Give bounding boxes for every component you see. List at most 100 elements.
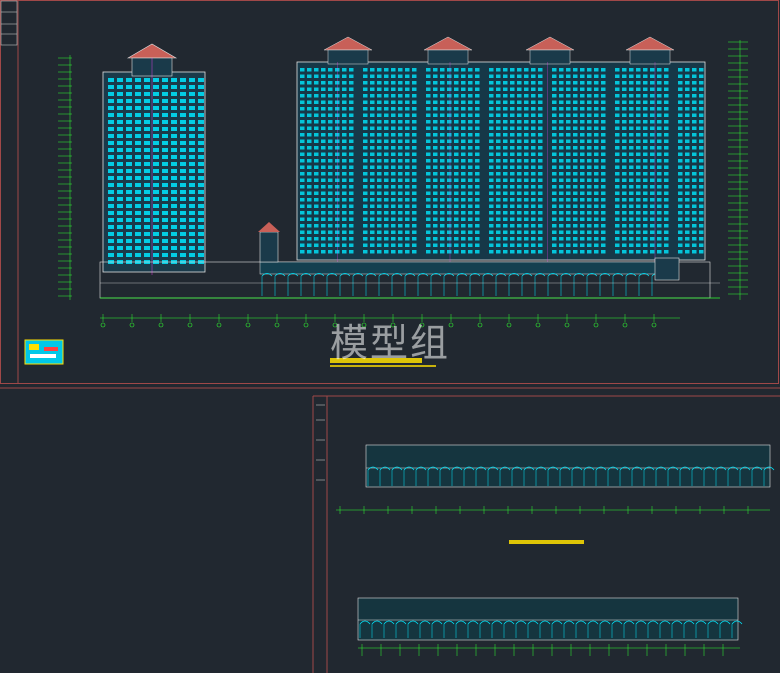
- window: [440, 185, 445, 189]
- window: [629, 68, 634, 72]
- window: [678, 198, 683, 202]
- window: [699, 100, 704, 104]
- window: [552, 204, 557, 208]
- window: [307, 243, 312, 247]
- window: [108, 190, 114, 194]
- window: [412, 211, 417, 215]
- window: [342, 113, 347, 117]
- window: [126, 253, 132, 257]
- window: [153, 99, 159, 103]
- arch: [365, 273, 377, 277]
- window: [664, 133, 669, 137]
- window: [510, 211, 515, 215]
- window: [307, 81, 312, 85]
- window: [300, 185, 305, 189]
- window: [629, 185, 634, 189]
- window: [153, 78, 159, 82]
- window: [426, 230, 431, 234]
- window: [559, 133, 564, 137]
- window: [629, 198, 634, 202]
- window: [377, 120, 382, 124]
- window: [629, 250, 634, 254]
- window: [300, 81, 305, 85]
- window: [321, 172, 326, 176]
- window: [314, 230, 319, 234]
- window: [685, 107, 690, 111]
- window: [657, 74, 662, 78]
- window: [363, 139, 368, 143]
- arch: [415, 466, 427, 471]
- window: [440, 152, 445, 156]
- window: [370, 146, 375, 150]
- window: [489, 159, 494, 163]
- window: [503, 230, 508, 234]
- window: [300, 133, 305, 137]
- window: [664, 152, 669, 156]
- window: [573, 237, 578, 241]
- window: [622, 237, 627, 241]
- window: [117, 183, 123, 187]
- window: [405, 185, 410, 189]
- window: [153, 232, 159, 236]
- window: [580, 152, 585, 156]
- window: [135, 99, 141, 103]
- window: [594, 133, 599, 137]
- window: [126, 176, 132, 180]
- window: [594, 211, 599, 215]
- window: [601, 178, 606, 182]
- window: [144, 78, 150, 82]
- window: [517, 152, 522, 156]
- window: [342, 133, 347, 137]
- window: [594, 74, 599, 78]
- window: [440, 198, 445, 202]
- window: [335, 204, 340, 208]
- window: [162, 239, 168, 243]
- window: [692, 204, 697, 208]
- window: [552, 152, 557, 156]
- window: [594, 139, 599, 143]
- window: [664, 191, 669, 195]
- window: [461, 126, 466, 130]
- window: [650, 94, 655, 98]
- window: [321, 94, 326, 98]
- window: [650, 120, 655, 124]
- window: [180, 162, 186, 166]
- window: [601, 139, 606, 143]
- axis-bubble: [274, 322, 280, 328]
- window: [307, 133, 312, 137]
- window: [510, 178, 515, 182]
- arch: [599, 620, 611, 625]
- window: [517, 198, 522, 202]
- arch: [451, 466, 463, 471]
- window: [363, 159, 368, 163]
- window: [300, 74, 305, 78]
- window: [198, 183, 204, 187]
- window: [524, 146, 529, 150]
- window: [398, 204, 403, 208]
- window: [629, 191, 634, 195]
- arch: [679, 466, 691, 471]
- window: [461, 178, 466, 182]
- window: [405, 107, 410, 111]
- window: [440, 94, 445, 98]
- window: [657, 185, 662, 189]
- window: [370, 217, 375, 221]
- window: [692, 237, 697, 241]
- window: [678, 250, 683, 254]
- window: [559, 230, 564, 234]
- window: [552, 68, 557, 72]
- window: [622, 87, 627, 91]
- window: [531, 74, 536, 78]
- window: [657, 224, 662, 228]
- window: [153, 113, 159, 117]
- window: [162, 232, 168, 236]
- window: [503, 74, 508, 78]
- window: [552, 94, 557, 98]
- window: [692, 139, 697, 143]
- window: [377, 217, 382, 221]
- window: [580, 74, 585, 78]
- window: [384, 198, 389, 202]
- window: [685, 198, 690, 202]
- window: [496, 224, 501, 228]
- window: [496, 152, 501, 156]
